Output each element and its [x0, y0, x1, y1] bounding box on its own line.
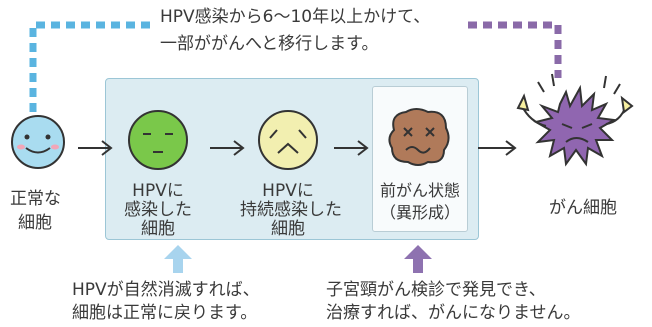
- persistent-cell-label-line2: 持続感染した: [240, 200, 342, 220]
- precancer-label-line1: 前がん状態: [379, 181, 460, 200]
- arrow-right-icon: [210, 140, 245, 156]
- caption-top-line1: HPV感染から6〜10年以上かけて、: [160, 7, 431, 27]
- infected-cell-icon: [128, 110, 188, 170]
- arrow-right-icon: [334, 140, 369, 156]
- infected-cell-label-line1: HPVに: [132, 181, 184, 201]
- cancer-cell-icon: [516, 73, 634, 167]
- normal-cell-label-line2: 細胞: [18, 213, 52, 233]
- normal-cell-label-line1: 正常な: [10, 189, 61, 209]
- infected-cell-label-line3: 細胞: [141, 219, 175, 239]
- up-arrow-icon: [164, 245, 192, 273]
- persistent-cell-label-line1: HPVに: [262, 181, 314, 201]
- note-left-line2: 細胞は正常に戻ります。: [72, 303, 258, 323]
- note-right-line1: 子宮頸がん検診で発見でき、: [326, 280, 546, 300]
- up-arrow-icon: [404, 245, 432, 273]
- persistent-cell-label-line3: 細胞: [271, 219, 305, 239]
- normal-cell-icon: [11, 115, 65, 169]
- note-right-line2: 治療すれば、がんになりません。: [326, 303, 581, 323]
- arrow-right-icon: [78, 140, 113, 156]
- precancer-label-line2: （異形成）: [379, 203, 460, 222]
- arrow-right-icon: [478, 140, 517, 156]
- caption-top-line2: 一部ががんへと移行します。: [160, 34, 379, 54]
- infected-cell-label-line2: 感染した: [124, 200, 192, 220]
- note-left-line1: HPVが自然消滅すれば、: [72, 280, 260, 300]
- cancer-cell-label: がん細胞: [549, 198, 617, 218]
- persistent-infection-cell-icon: [258, 110, 318, 170]
- precancer-cell-icon: [388, 108, 450, 166]
